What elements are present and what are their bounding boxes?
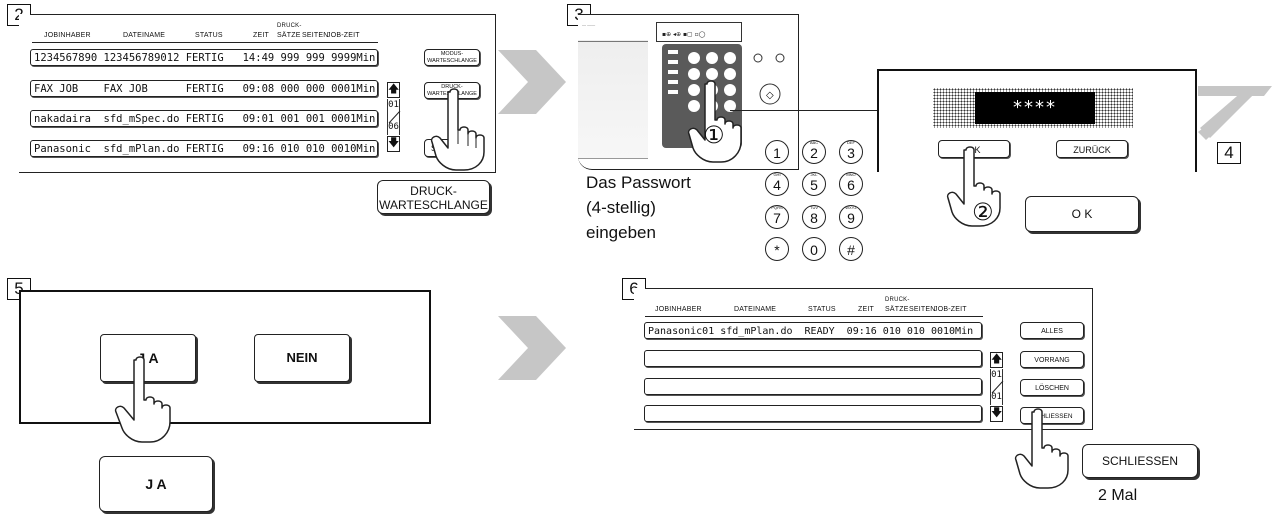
svg-text:▪⊕ ◂⊕ ▪▢ ▫◯: ▪⊕ ◂⊕ ▪▢ ▫◯ [662,31,706,38]
col-header-time: ZEIT [253,32,269,39]
password-dialog [877,69,1197,172]
col-header-status: STATUS [195,32,223,39]
col-header-pages-2: SEITEN [909,306,936,313]
page-indicator: 01 06 [387,99,401,135]
queue-row-1[interactable]: 1234567890 123456789012 FERTIG 14:49 999… [30,49,378,66]
mode-buttons [656,22,742,42]
col-header-time-2: ZEIT [858,306,874,313]
yes-button[interactable]: J A [100,334,196,382]
pointing-hand-icon [687,80,742,163]
mode-queue-button[interactable]: MODUS- WARTESCHLANGE [424,49,480,66]
pointing-hand-icon [114,356,171,443]
no-button[interactable]: NEIN [254,334,350,382]
page-total-2: 01 [991,392,1002,402]
next-step-arrow-icon [498,316,566,380]
instruction-line-2: (4-stellig) [586,198,656,217]
scroll-down-button-2[interactable]: 🡇 [990,406,1003,422]
delete-button[interactable]: LÖSCHEN [1020,379,1084,396]
back-button[interactable]: ZURÜCK [1056,140,1128,158]
col-header-file-2: DATEINAME [734,306,777,313]
confirm-dialog [19,290,431,424]
key-1[interactable]: 1 [765,140,789,164]
col-header-job-time-2: JOB-ZEIT [934,306,967,313]
page-current: 01 [388,100,399,110]
key-star[interactable]: * [765,237,789,261]
page-slash-icon [991,380,1004,394]
callout-2: ② [972,198,994,226]
col-header-owner: JOBINHABER [44,32,91,39]
mode-button-icons: ▪⊕ ◂⊕ ▪▢ ▫◯ [662,31,706,38]
col-header-sets-top: DRUCK- [277,23,302,29]
instruction-line-3: eingeben [586,223,656,242]
col-header-sets-top-2: DRUCK- [885,297,910,303]
page-indicator-2: 01 01 [990,369,1004,405]
print-queue-big-button[interactable]: DRUCK- WARTESCHLANGE [377,180,490,214]
queue-row-3[interactable]: nakadaira sfd_mSpec.do FERTIG 09:01 001 … [30,110,378,127]
instruction-line-1: Das Passwort [586,173,691,192]
key-hash[interactable]: # [839,237,863,261]
queue2-row-2[interactable] [644,350,982,367]
key-0[interactable]: 0 [802,237,826,261]
page-slash-icon [388,110,401,124]
queue-row-4[interactable]: Panasonic sfd_mPlan.do FERTIG 09:16 010 … [30,140,378,157]
page-current-2: 01 [991,370,1002,380]
step-number-4: 4 [1217,142,1241,164]
display-area: — —— [578,18,648,42]
col-header-file: DATEINAME [123,32,166,39]
control-panel-face [578,40,648,159]
page-total: 06 [388,122,399,132]
scroll-down-button[interactable]: 🡇 [387,136,400,152]
scroll-up-button[interactable]: 🡅 [387,82,400,98]
queue2-row-1[interactable]: Panasonic01 sfd_mPlan.do READY 09:16 010… [644,322,982,339]
close-big-button[interactable]: SCHLIESSEN [1082,444,1198,478]
queue2-row-4[interactable] [644,405,982,422]
side-buttons-icon: ◇ [753,53,785,105]
ok-big-button[interactable]: O K [1025,196,1139,232]
print-queue-2-top-border [645,288,1092,289]
col-header-owner-2: JOBINHABER [655,306,702,313]
times-note: 2 Mal [1098,487,1138,504]
all-button[interactable]: ALLES [1020,322,1084,339]
header-underline [32,42,378,43]
col-header-status-2: STATUS [808,306,836,313]
queue2-row-3[interactable] [644,378,982,395]
pointing-hand-icon [1014,408,1069,489]
yes-big-button[interactable]: J A [99,456,213,512]
queue-row-2[interactable]: FAX JOB FAX JOB FERTIG 09:08 000 000 000… [30,80,378,97]
priority-button[interactable]: VORRANG [1020,351,1084,368]
print-queue-top-border [30,14,495,15]
col-header-sets-2: SÄTZE [885,306,909,313]
col-header-pages: SEITEN [302,32,329,39]
password-field: **** [975,92,1095,124]
connector-line [730,110,962,111]
col-header-job-time: JOB-ZEIT [327,32,360,39]
svg-text:◇: ◇ [766,90,774,101]
pointing-hand-icon [946,146,1001,227]
callout-1: ① [703,121,725,149]
col-header-sets: SÄTZE [277,32,301,39]
header-underline-2 [645,316,983,317]
scroll-up-button-2[interactable]: 🡅 [990,352,1003,368]
pointing-hand-icon [430,88,485,171]
next-step-arrow-icon [498,50,566,114]
down-left-arrow-icon [1198,86,1272,140]
